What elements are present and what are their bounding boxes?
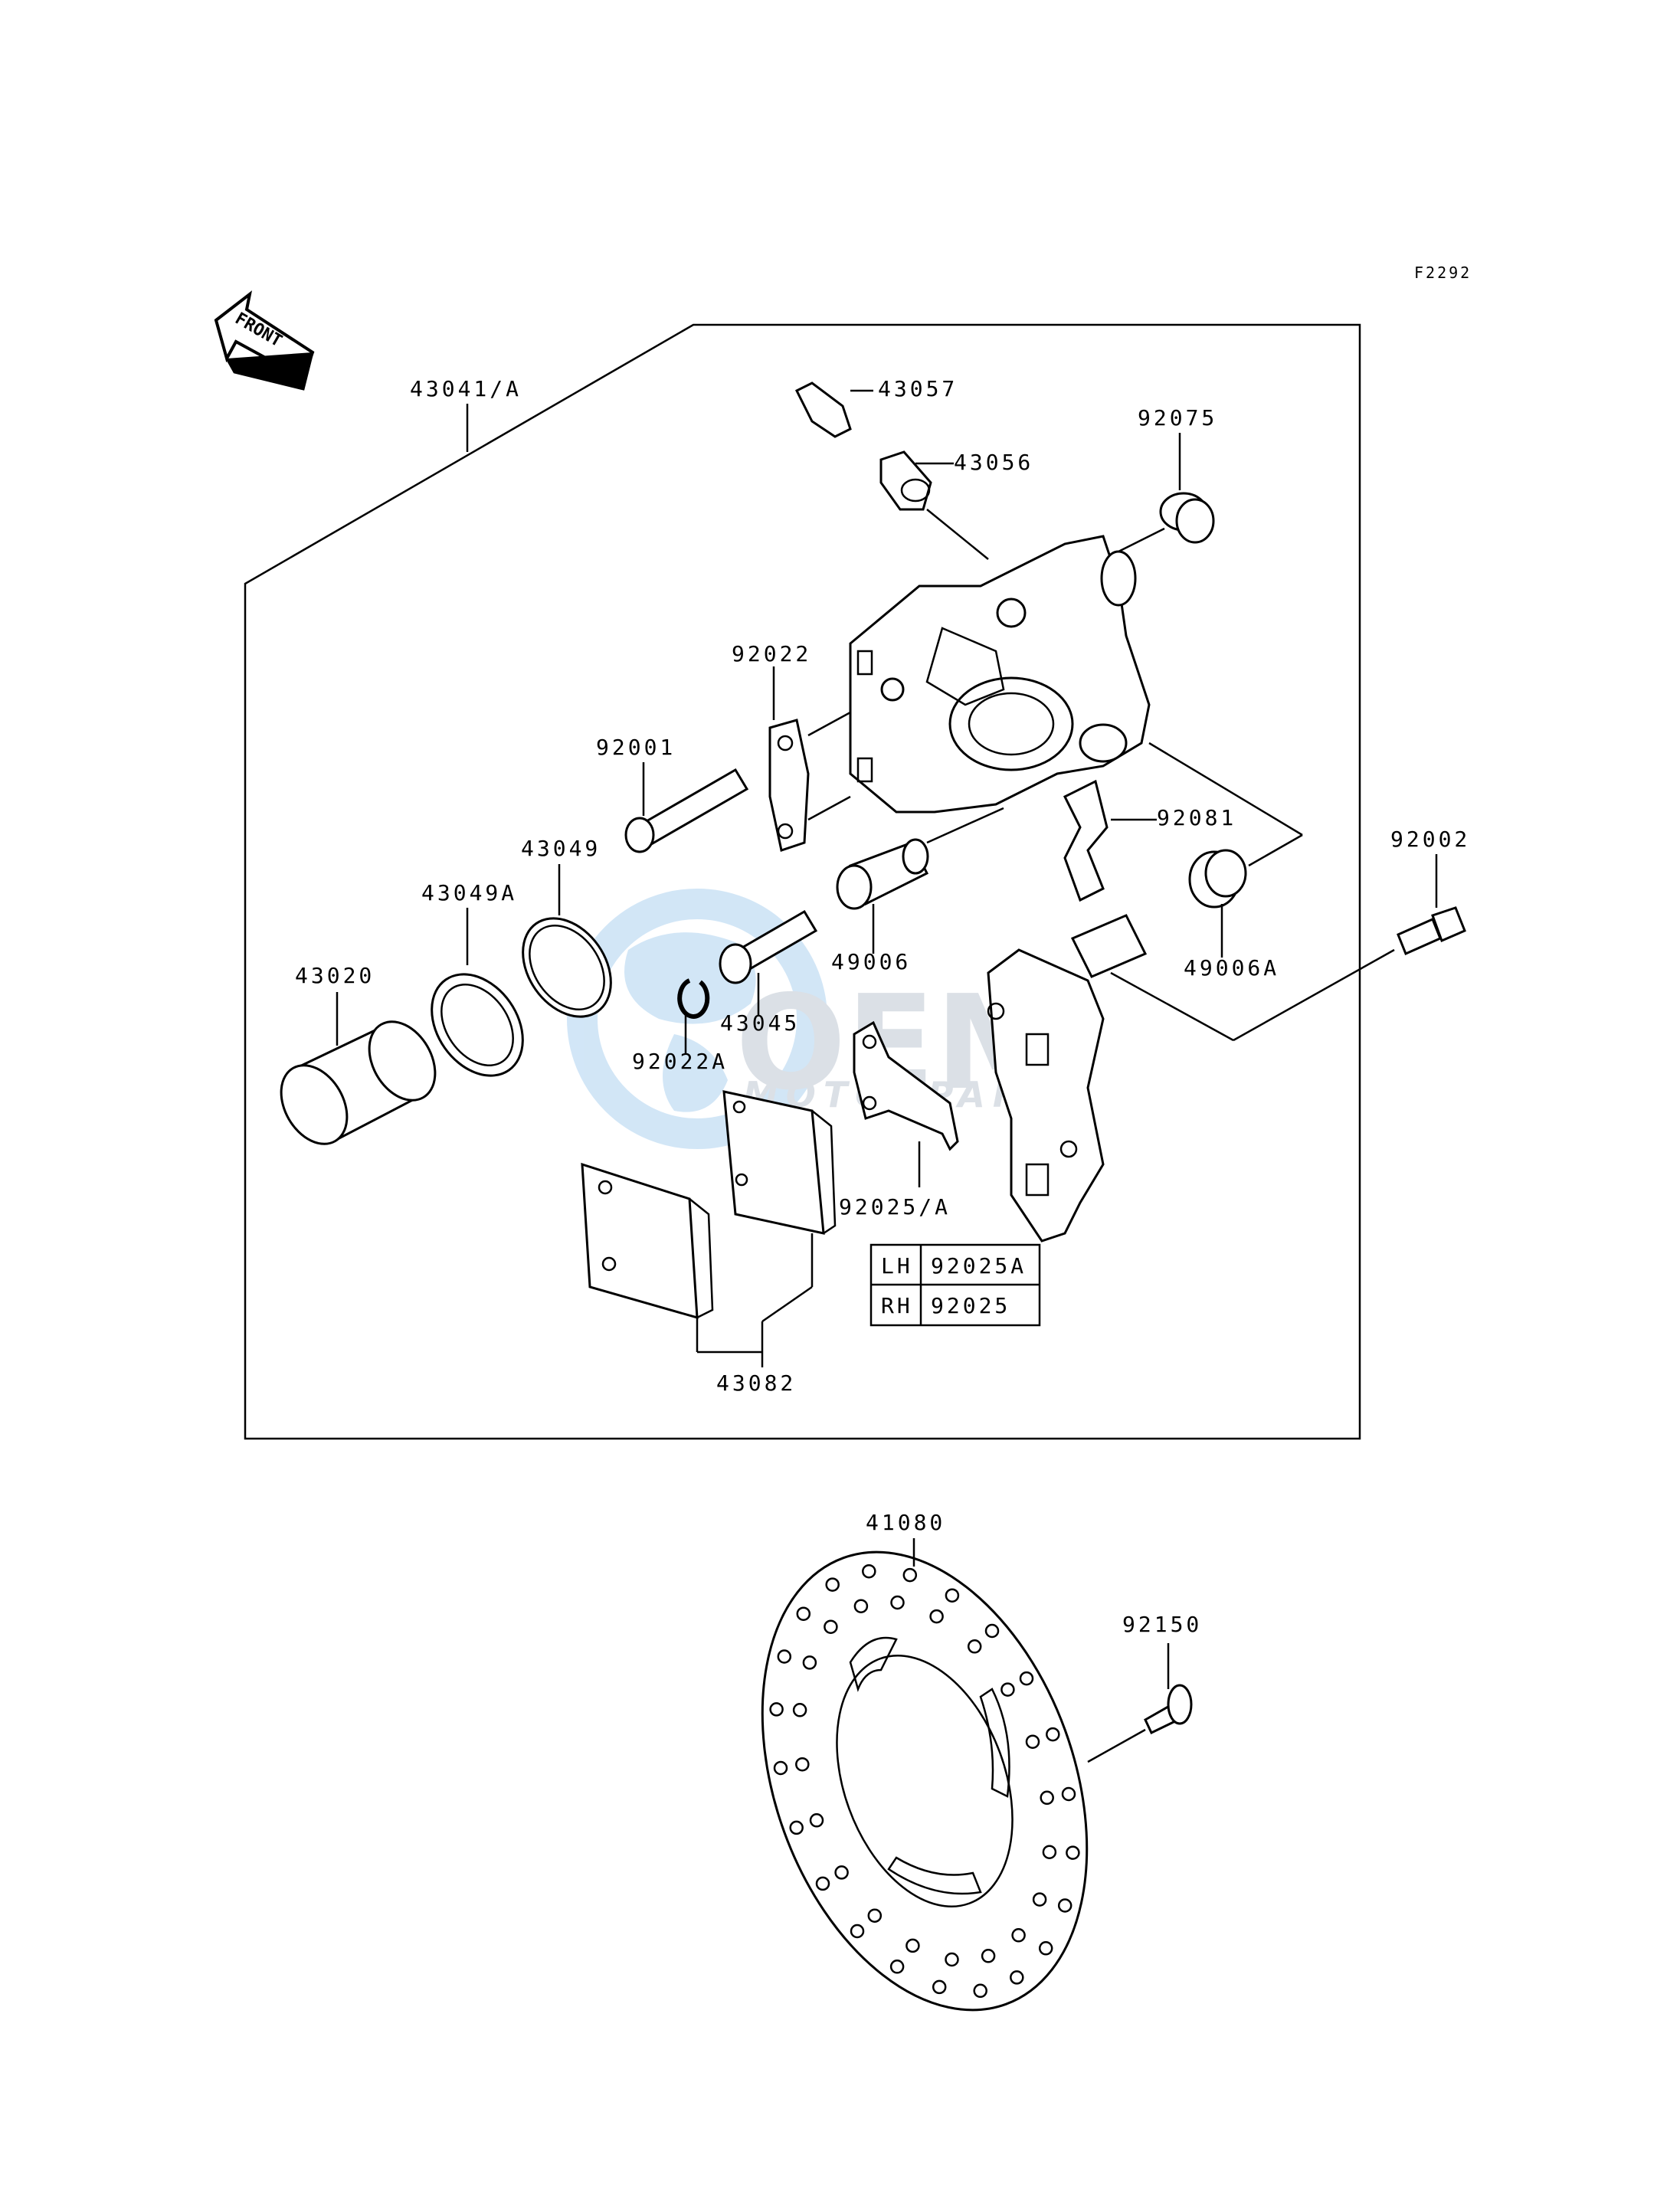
- disc-hole: [902, 1567, 918, 1583]
- front-arrow-icon: FRONT: [214, 290, 315, 391]
- disc-hole: [889, 1960, 905, 1974]
- seal-43049: [522, 864, 612, 1018]
- clip-92022a: [677, 978, 710, 1053]
- label-43057: 43057: [878, 376, 958, 401]
- disc-hole: [853, 1599, 869, 1613]
- disc-hole: [1011, 1928, 1026, 1943]
- label-43020: 43020: [295, 963, 375, 988]
- table-part-lh: 92025A: [931, 1253, 1027, 1279]
- disc-hole: [1040, 1790, 1054, 1806]
- disc-hole: [945, 1588, 960, 1603]
- disc-hole: [1038, 1941, 1053, 1956]
- plate-92022: [768, 666, 851, 852]
- label-92025: 92025/A: [839, 1194, 951, 1220]
- table-part-rh: 92025: [931, 1293, 1010, 1318]
- disc-hole: [792, 1703, 807, 1717]
- disc-hole: [834, 1865, 849, 1880]
- brake-disc: [761, 1538, 1089, 2012]
- label-92075: 92075: [1138, 405, 1217, 431]
- disc-hole: [815, 1876, 830, 1891]
- disc-hole: [929, 1609, 944, 1624]
- seal-43049a: [431, 908, 524, 1077]
- disc-hole: [1019, 1671, 1034, 1686]
- disc-hole: [1046, 1727, 1060, 1742]
- label-92150: 92150: [1122, 1612, 1202, 1637]
- spring-92081: [1063, 779, 1157, 902]
- label-43049: 43049: [521, 836, 601, 861]
- table-side-lh: LH: [881, 1253, 913, 1279]
- disc-hole: [1042, 1845, 1057, 1859]
- label-49006: 49006: [831, 949, 911, 974]
- table-side-rh: RH: [881, 1293, 913, 1318]
- disc-hole: [981, 1949, 996, 1963]
- disc-hole: [850, 1924, 865, 1939]
- piston-43020: [280, 992, 437, 1145]
- bleed-cap: [879, 450, 989, 560]
- figure-code: F2292: [1414, 264, 1472, 282]
- label-43056: 43056: [954, 450, 1033, 475]
- label-43049a: 43049A: [421, 880, 517, 905]
- pin-43045: [719, 909, 818, 1015]
- side-table: LH 92025A RH 92025: [869, 1243, 1041, 1327]
- bleed-valve: [794, 381, 873, 438]
- disc-hole: [795, 1757, 810, 1772]
- disc-hole: [824, 1619, 838, 1634]
- disc-hole: [973, 1983, 987, 1999]
- caliper-bracket: [987, 914, 1148, 1243]
- disc-hole: [769, 1702, 784, 1717]
- disc-hole: [1057, 1898, 1073, 1913]
- caliper-body: [849, 535, 1151, 814]
- brake-pads: [581, 1090, 837, 1367]
- spring-92025: [853, 1020, 959, 1187]
- disc-hole: [967, 1639, 982, 1654]
- disc-hole: [773, 1760, 788, 1776]
- pin-92001: [624, 762, 749, 853]
- disc-hole: [789, 1820, 804, 1835]
- disc-hole: [1010, 1970, 1024, 1985]
- disc-hole: [825, 1577, 840, 1592]
- boot-49006a: [1148, 742, 1303, 958]
- label-43082: 43082: [716, 1370, 796, 1396]
- disc-hole: [905, 1938, 920, 1953]
- caliper-assembly-box: [244, 323, 1361, 1440]
- bolt-92002: [1110, 854, 1466, 1042]
- disc-hole: [890, 1595, 905, 1610]
- disc-hole: [932, 1979, 947, 1995]
- pin-49006: [836, 807, 1004, 954]
- disc-hole: [1066, 1845, 1080, 1860]
- disc-hole: [809, 1813, 824, 1828]
- disc-hole: [867, 1908, 883, 1923]
- label-92002: 92002: [1390, 827, 1470, 852]
- label-43041: 43041/A: [410, 376, 522, 401]
- disc-hole: [802, 1655, 817, 1670]
- disc-hole: [777, 1649, 792, 1664]
- label-92022: 92022: [732, 641, 811, 666]
- disc-hole: [984, 1623, 1000, 1639]
- disc-hole: [1025, 1734, 1040, 1749]
- disc-hole: [945, 1952, 959, 1967]
- label-92001: 92001: [596, 735, 676, 760]
- boot-92075: [1118, 433, 1215, 553]
- bolt-92150: [1087, 1643, 1193, 1763]
- disc-holes: [769, 1563, 1080, 1999]
- label-43045: 43045: [720, 1010, 800, 1036]
- disc-hole: [1061, 1786, 1076, 1802]
- disc-hole: [862, 1563, 876, 1579]
- label-49006a: 49006A: [1184, 955, 1279, 981]
- label-41080: 41080: [866, 1510, 945, 1535]
- disc-hole: [1032, 1892, 1047, 1907]
- label-92022a: 92022A: [632, 1049, 728, 1074]
- disc-hole: [1000, 1682, 1015, 1697]
- disc-hole: [796, 1606, 811, 1621]
- label-92081: 92081: [1157, 805, 1236, 830]
